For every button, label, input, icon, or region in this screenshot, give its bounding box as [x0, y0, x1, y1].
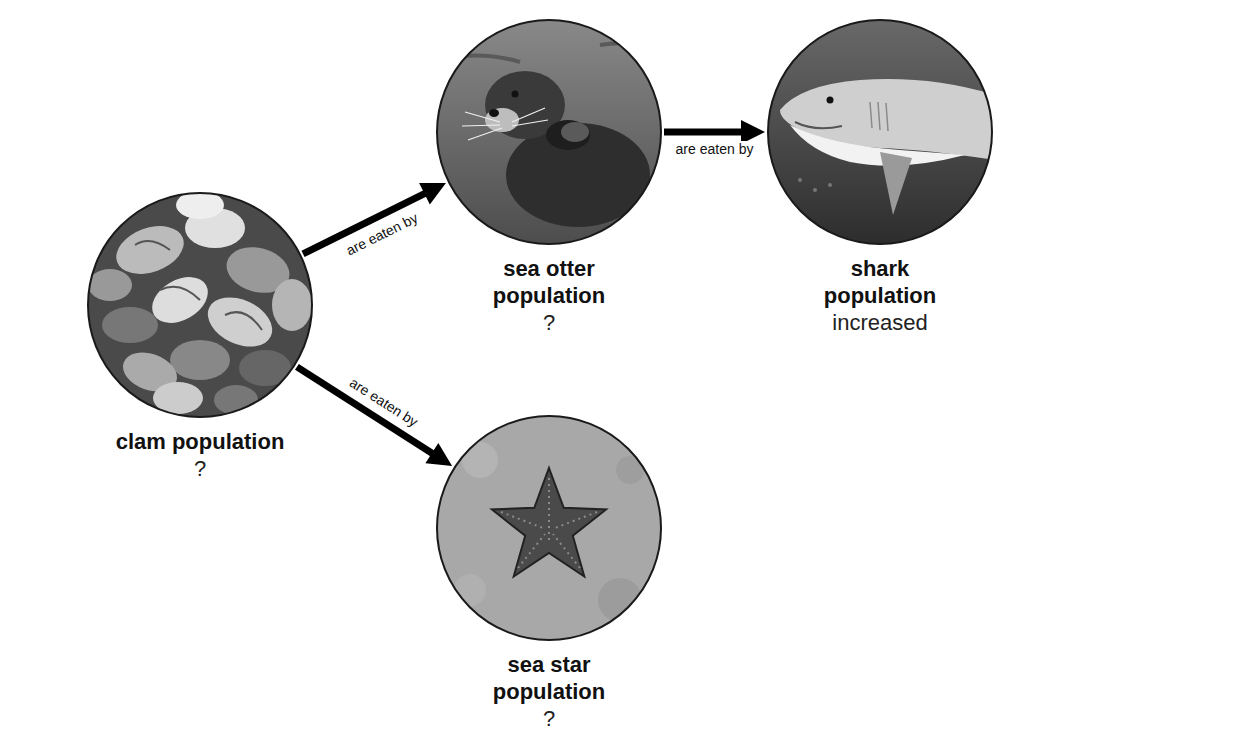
population-caption: sea otter population?: [464, 255, 634, 336]
circle-border: [437, 416, 661, 640]
eaten-by-arrow: [297, 367, 452, 466]
arrow-shaft: [664, 129, 745, 136]
population-caption: sea star population?: [464, 651, 634, 732]
shark-photo: [760, 15, 1000, 255]
sea-star-photo: [430, 410, 670, 650]
circle-outline: [436, 415, 662, 641]
circle-border: [437, 20, 661, 244]
population-caption: shark populationincreased: [795, 255, 965, 336]
arrow-head: [419, 183, 446, 205]
arrow-head: [425, 443, 452, 466]
population-circle: clam population?: [87, 192, 313, 418]
circle-outline: [767, 19, 993, 245]
population-change: ?: [464, 309, 634, 336]
population-name: shark population: [795, 255, 965, 309]
population-change: increased: [795, 309, 965, 336]
population-name: clam population: [115, 428, 285, 455]
population-change: ?: [115, 455, 285, 482]
population-circle: sea otter population?: [436, 19, 662, 245]
circle-border: [88, 193, 312, 417]
population-name: sea star population: [464, 651, 634, 705]
clam-photo: [80, 185, 320, 425]
population-circle: shark populationincreased: [767, 19, 993, 245]
population-change: ?: [464, 705, 634, 732]
edge-label: are eaten by: [674, 141, 756, 157]
population-name: sea otter population: [464, 255, 634, 309]
population-circle: sea star population?: [436, 415, 662, 641]
arrow-shaft: [297, 367, 435, 455]
sea-otter-photo: [430, 15, 670, 255]
circle-outline: [87, 192, 313, 418]
circle-outline: [436, 19, 662, 245]
circle-border: [768, 20, 992, 244]
population-caption: clam population?: [115, 428, 285, 482]
